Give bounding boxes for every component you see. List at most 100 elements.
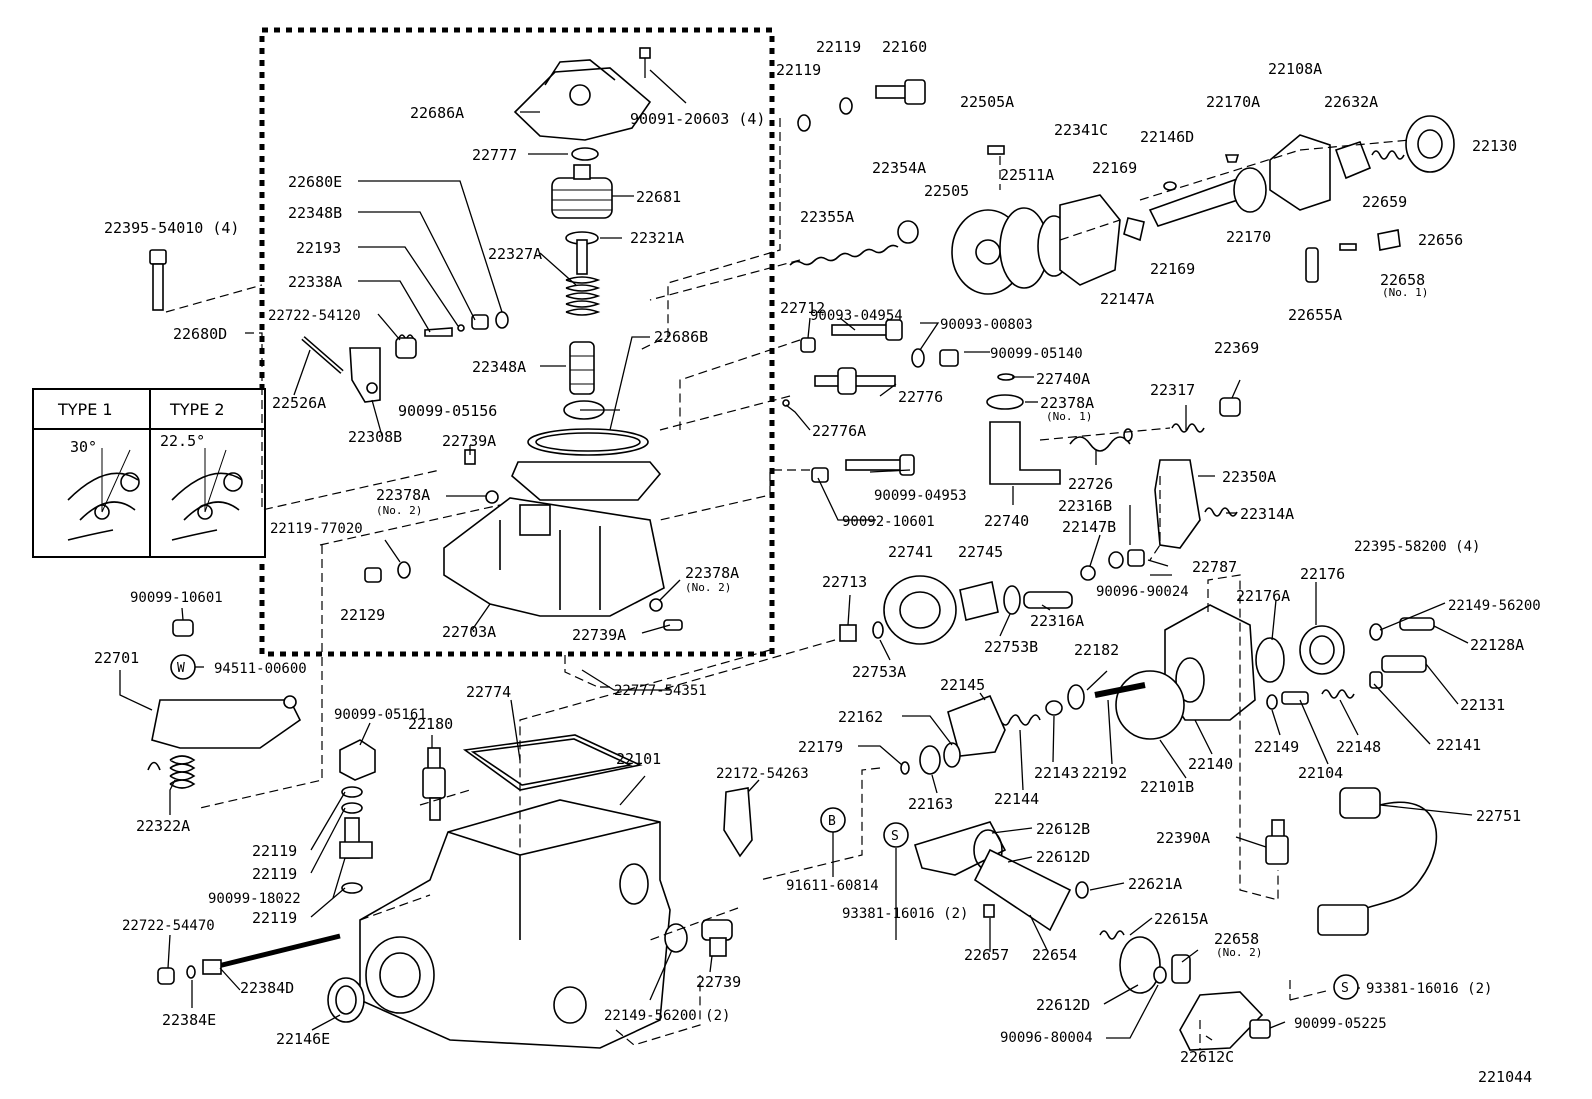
label-22145: 22145 xyxy=(940,676,985,694)
label-22713: 22713 xyxy=(822,573,867,591)
label-22740: 22740 xyxy=(984,512,1029,530)
label-22658-no1: 22658 xyxy=(1380,271,1425,289)
label-22526A: 22526A xyxy=(272,394,326,412)
label-22703A: 22703A xyxy=(442,623,496,641)
label-22505: 22505 xyxy=(924,182,969,200)
symbol-w: W xyxy=(177,661,185,676)
label-22658-no2: 22658 xyxy=(1214,930,1259,948)
label-22130: 22130 xyxy=(1472,137,1517,155)
label-22317: 22317 xyxy=(1150,381,1195,399)
label-22745: 22745 xyxy=(958,543,1003,561)
label-22350A: 22350A xyxy=(1222,468,1276,486)
label-22741: 22741 xyxy=(888,543,933,561)
type-2-header: TYPE 2 xyxy=(169,400,225,419)
label-22149-56200-2: 22149-56200 (2) xyxy=(604,1008,730,1024)
label-22128A: 22128A xyxy=(1470,636,1524,654)
label-91611-60814: 91611-60814 xyxy=(786,878,879,894)
label-90099-05156: 90099-05156 xyxy=(398,402,497,420)
label-22511A: 22511A xyxy=(1000,166,1054,184)
label-22147A: 22147A xyxy=(1100,290,1154,308)
label-22348B: 22348B xyxy=(288,204,342,222)
label-22378A-no1: 22378A xyxy=(1040,394,1094,412)
label-22149-56200: 22149-56200 xyxy=(1448,598,1541,614)
label-22753B: 22753B xyxy=(984,638,1038,656)
type-1-header: TYPE 1 xyxy=(57,400,113,419)
label-90093-04954: 90093-04954 xyxy=(810,308,903,324)
label-22119-left-3: 22119 xyxy=(252,909,297,927)
label-22148: 22148 xyxy=(1336,738,1381,756)
label-22101: 22101 xyxy=(616,750,661,768)
symbol-s-right: S xyxy=(1341,981,1349,996)
label-22615A: 22615A xyxy=(1154,910,1208,928)
label-90099-04953: 90099-04953 xyxy=(874,488,967,504)
label-22395-54010: 22395-54010 (4) xyxy=(104,219,239,237)
type-1-angle: 30° xyxy=(70,438,97,456)
label-22739: 22739 xyxy=(696,973,741,991)
label-22172-54263: 22172-54263 xyxy=(716,766,809,782)
label-22101B: 22101B xyxy=(1140,778,1194,796)
label-22308B: 22308B xyxy=(348,428,402,446)
label-22395-58200: 22395-58200 (4) xyxy=(1354,539,1480,555)
label-22612D-lower: 22612D xyxy=(1036,996,1090,1014)
label-22654: 22654 xyxy=(1032,946,1077,964)
label-90096-90024: 90096-90024 xyxy=(1096,584,1189,600)
label-22505A: 22505A xyxy=(960,93,1014,111)
label-22131: 22131 xyxy=(1460,696,1505,714)
label-22338A: 22338A xyxy=(288,273,342,291)
label-22144: 22144 xyxy=(994,790,1039,808)
label-90093-00803: 90093-00803 xyxy=(940,317,1033,333)
label-22140: 22140 xyxy=(1188,755,1233,773)
label-22104: 22104 xyxy=(1298,764,1343,782)
label-22321A: 22321A xyxy=(630,229,684,247)
label-22681: 22681 xyxy=(636,188,681,206)
label-22378A-upper-note: (No. 2) xyxy=(376,504,422,517)
label-22147B: 22147B xyxy=(1062,518,1116,536)
label-90099-10601: 90099-10601 xyxy=(130,590,223,606)
label-22777: 22777 xyxy=(472,146,517,164)
label-22146E: 22146E xyxy=(276,1030,330,1048)
label-90099-05140: 90099-05140 xyxy=(990,346,1083,362)
label-22322A: 22322A xyxy=(136,817,190,835)
label-90092-10601: 90092-10601 xyxy=(842,514,935,530)
label-22657: 22657 xyxy=(964,946,1009,964)
label-22355A: 22355A xyxy=(800,208,854,226)
label-22179: 22179 xyxy=(798,738,843,756)
label-22658-no2-note: (No. 2) xyxy=(1216,946,1262,959)
label-22774: 22774 xyxy=(466,683,511,701)
label-22193: 22193 xyxy=(296,239,341,257)
label-22659: 22659 xyxy=(1362,193,1407,211)
label-94511-00600: 94511-00600 xyxy=(214,661,307,677)
label-22656: 22656 xyxy=(1418,231,1463,249)
label-22327A: 22327A xyxy=(488,245,542,263)
label-22776A: 22776A xyxy=(812,422,866,440)
symbol-s-left: S xyxy=(891,829,899,844)
label-22384E: 22384E xyxy=(162,1011,216,1029)
label-22777-54351: 22777-54351 xyxy=(614,683,707,699)
label-22378A-upper: 22378A xyxy=(376,486,430,504)
label-22162: 22162 xyxy=(838,708,883,726)
label-22612B: 22612B xyxy=(1036,820,1090,838)
label-22384D: 22384D xyxy=(240,979,294,997)
label-22169-lower: 22169 xyxy=(1150,260,1195,278)
label-22612C: 22612C xyxy=(1180,1048,1234,1066)
label-22612D-upper: 22612D xyxy=(1036,848,1090,866)
label-22658-no1-note: (No. 1) xyxy=(1382,286,1428,299)
label-22686B: 22686B xyxy=(654,328,708,346)
label-22655A: 22655A xyxy=(1288,306,1342,324)
dashed-guides xyxy=(165,118,1411,1050)
label-22108A: 22108A xyxy=(1268,60,1322,78)
label-90091-20603: 90091-20603 (4) xyxy=(630,110,765,128)
label-22787: 22787 xyxy=(1192,558,1237,576)
label-22192: 22192 xyxy=(1082,764,1127,782)
label-22169-upper: 22169 xyxy=(1092,159,1137,177)
label-22739A-lower: 22739A xyxy=(572,626,626,644)
label-22316B: 22316B xyxy=(1058,497,1112,515)
label-22314A: 22314A xyxy=(1240,505,1294,523)
label-90099-18022: 90099-18022 xyxy=(208,891,301,907)
label-22621A: 22621A xyxy=(1128,875,1182,893)
label-22146D: 22146D xyxy=(1140,128,1194,146)
label-22680D: 22680D xyxy=(173,325,227,343)
label-22726: 22726 xyxy=(1068,475,1113,493)
label-22632A: 22632A xyxy=(1324,93,1378,111)
label-22119-77020: 22119-77020 xyxy=(270,521,363,537)
